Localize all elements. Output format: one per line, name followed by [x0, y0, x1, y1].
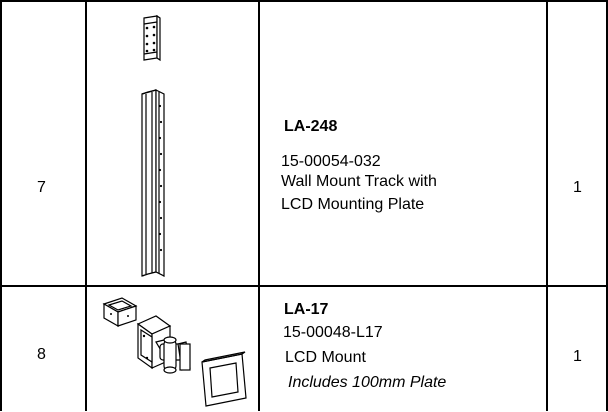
column-divider: [258, 0, 260, 411]
part-description: Wall Mount Track with: [281, 173, 437, 190]
model-number: LA-248: [284, 118, 338, 135]
quantity: 1: [573, 348, 582, 365]
part-number: 15-00048-L17: [283, 324, 383, 341]
lcd-mount-drawing-icon: [102, 297, 247, 407]
column-divider: [546, 0, 548, 411]
table-left-border: [0, 0, 2, 411]
table-top-border: [0, 0, 608, 2]
wall-mount-track-drawing-icon: [141, 14, 165, 277]
part-number: 15-00054-032: [281, 153, 381, 170]
quantity: 1: [573, 179, 582, 196]
part-note: Includes 100mm Plate: [288, 374, 447, 391]
item-number: 7: [37, 179, 46, 196]
part-description: LCD Mounting Plate: [281, 196, 425, 213]
part-description: LCD Mount: [285, 349, 366, 366]
model-number: LA-17: [284, 301, 329, 318]
row-divider: [0, 285, 608, 287]
table-right-border: [606, 0, 608, 411]
column-divider: [85, 0, 87, 411]
item-number: 8: [37, 346, 46, 363]
